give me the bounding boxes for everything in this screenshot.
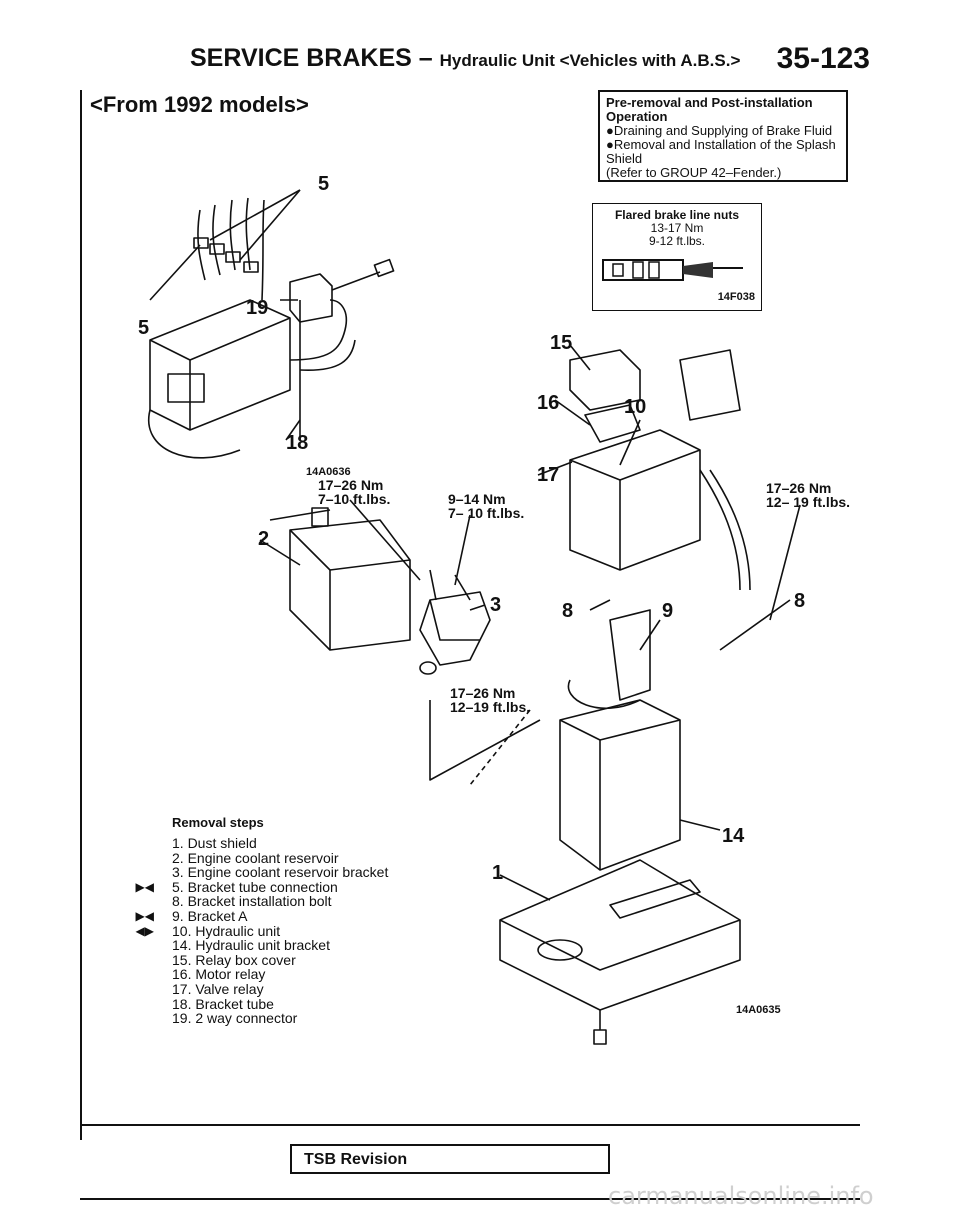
figure-code-upper: 14A0636 xyxy=(306,466,351,478)
list-item: 3. Engine coolant reservoir bracket xyxy=(110,865,410,880)
callout-8-right: 8 xyxy=(794,590,806,612)
torque-ftlbs: 12– 19 ft.lbs. xyxy=(766,494,851,510)
header-subtitle: Hydraulic Unit <Vehicles with A.B.S.> xyxy=(439,51,741,70)
torque-nm: 17–26 Nm xyxy=(450,685,516,701)
step-marker: ▶◀ xyxy=(135,879,154,894)
callout-17: 17 xyxy=(537,464,560,486)
callout-8-left: 8 xyxy=(562,600,574,622)
tsb-revision-box: TSB Revision xyxy=(290,1144,610,1174)
torque-bracket: 9–14 Nm 7– 10 ft.lbs. xyxy=(448,492,524,520)
step-text: 17. Valve relay xyxy=(172,980,264,997)
callout-14: 14 xyxy=(722,825,745,847)
step-text: 2. Engine coolant reservoir xyxy=(172,849,339,866)
section-title: <From 1992 models> xyxy=(90,92,309,117)
callout-10: 10 xyxy=(624,396,647,418)
list-item: 2. Engine coolant reservoir xyxy=(110,849,410,866)
pre-removal-item: ●Removal and Installation of the Splash … xyxy=(606,137,836,166)
callout-1: 1 xyxy=(492,862,504,884)
callout-9: 9 xyxy=(662,600,674,622)
list-item: ▶◀ 9. Bracket A xyxy=(110,909,410,924)
torque-reservoir: 17–26 Nm 7–10 ft.lbs. xyxy=(318,478,390,506)
list-item: 19. 2 way connector xyxy=(110,1011,410,1026)
page-header: SERVICE BRAKES – Hydraulic Unit <Vehicle… xyxy=(190,42,870,82)
flared-nut-code: 14F038 xyxy=(717,291,755,303)
flare-wrench-illustration xyxy=(602,259,743,281)
step-text: 19. 2 way connector xyxy=(172,1010,298,1027)
callout-3: 3 xyxy=(490,594,502,616)
callout-2: 2 xyxy=(258,528,270,550)
pre-removal-box: Pre-removal and Post-installation Operat… xyxy=(598,90,848,182)
step-marker: ◀▶ xyxy=(135,923,154,938)
flared-nut-spec-nm: 13-17 Nm xyxy=(650,221,704,235)
left-margin-rule xyxy=(80,90,82,1140)
removal-steps-title: Removal steps xyxy=(172,815,264,830)
flared-nut-box: Flared brake line nuts 13-17 Nm 9-12 ft.… xyxy=(592,203,762,311)
flared-nut-spec-ftlbs: 9-12 ft.lbs. xyxy=(648,234,706,248)
step-text: 8. Bracket installation bolt xyxy=(172,893,332,910)
pre-removal-item: ●Draining and Supplying of Brake Fluid xyxy=(606,123,833,138)
callout-19: 19 xyxy=(246,297,269,319)
torque-unit-bracket: 17–26 Nm 12–19 ft.lbs. xyxy=(450,686,530,714)
torque-nm: 9–14 Nm xyxy=(448,491,506,507)
pre-removal-title: Pre-removal and Post-installation Operat… xyxy=(606,95,813,124)
torque-nm: 17–26 Nm xyxy=(318,477,384,493)
step-text: 5. Bracket tube connection xyxy=(172,878,338,895)
callout-18: 18 xyxy=(286,432,309,454)
step-text: 18. Bracket tube xyxy=(172,995,274,1012)
list-item: 14. Hydraulic unit bracket xyxy=(110,938,410,953)
torque-relay-bracket: 17–26 Nm 12– 19 ft.lbs. xyxy=(766,481,850,509)
removal-steps: Removal steps 1. Dust shield 2. Engine c… xyxy=(110,815,410,1026)
step-text: 1. Dust shield xyxy=(172,835,257,851)
page-number: 35-123 xyxy=(776,42,870,75)
step-marker: ▶◀ xyxy=(135,908,154,923)
torque-nm: 17–26 Nm xyxy=(766,480,832,496)
step-text: 16. Motor relay xyxy=(172,966,266,983)
header-title-line: SERVICE BRAKES – Hydraulic Unit <Vehicle… xyxy=(190,44,740,73)
callout-16: 16 xyxy=(537,392,560,414)
list-item: 8. Bracket installation bolt xyxy=(110,894,410,909)
callout-5-lower: 5 xyxy=(138,317,150,339)
list-item: 15. Relay box cover xyxy=(110,953,410,968)
bottom-rule xyxy=(80,1124,860,1126)
watermark: carmanualsonline.info xyxy=(608,1182,874,1210)
list-item: 1. Dust shield xyxy=(110,836,410,851)
step-text: 3. Engine coolant reservoir bracket xyxy=(172,864,389,881)
torque-ftlbs: 7–10 ft.lbs. xyxy=(318,491,391,507)
list-item: ◀▶ 10. Hydraulic unit xyxy=(110,922,410,939)
step-text: 14. Hydraulic unit bracket xyxy=(172,937,330,954)
figure-code-lower: 14A0635 xyxy=(736,1004,781,1016)
torque-ftlbs: 12–19 ft.lbs. xyxy=(450,699,531,715)
torque-ftlbs: 7– 10 ft.lbs. xyxy=(448,505,525,521)
list-item: 17. Valve relay xyxy=(110,982,410,997)
header-dash: – xyxy=(418,44,433,72)
step-text: 15. Relay box cover xyxy=(172,951,296,968)
pre-removal-item: (Refer to GROUP 42–Fender.) xyxy=(606,165,782,180)
list-item: 18. Bracket tube xyxy=(110,995,410,1012)
list-item: ▶◀ 5. Bracket tube connection xyxy=(110,880,410,895)
callout-15: 15 xyxy=(550,332,573,354)
list-item: 16. Motor relay xyxy=(110,967,410,982)
footer-rule xyxy=(80,1198,860,1200)
flared-nut-title: Flared brake line nuts xyxy=(614,208,740,222)
callout-5-upper: 5 xyxy=(318,173,330,195)
step-text: 9. Bracket A xyxy=(172,907,248,924)
header-title: SERVICE BRAKES xyxy=(190,44,412,72)
step-text: 10. Hydraulic unit xyxy=(172,922,281,939)
